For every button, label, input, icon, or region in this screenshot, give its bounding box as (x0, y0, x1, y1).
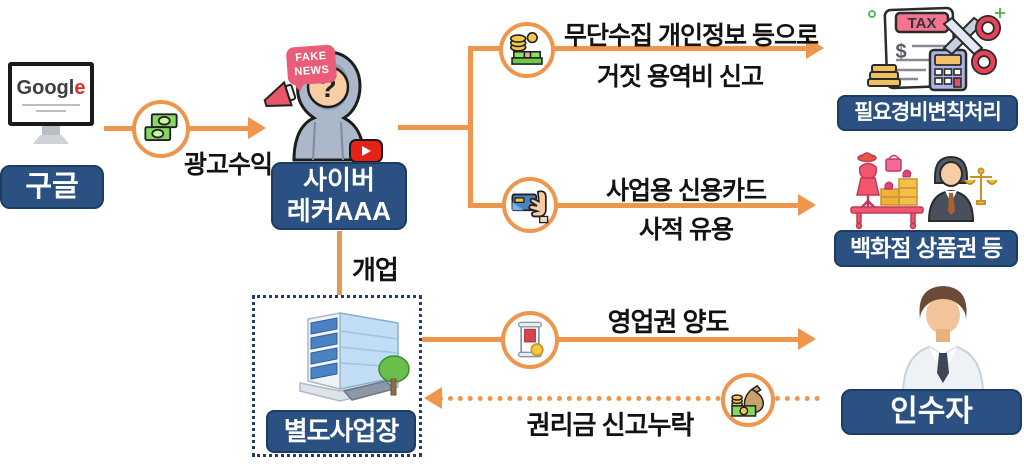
cash-icon (132, 100, 190, 158)
node-expense-label: 필요경비변칙처리 (837, 95, 1018, 131)
search-line-short (36, 109, 66, 112)
google-monitor: Google (8, 62, 94, 126)
money-bag-icon (721, 373, 775, 427)
svg-text:$: $ (895, 41, 906, 63)
node-store-label: 백화점 상품권 등 (834, 230, 1018, 267)
edge-goodwill-transfer (422, 337, 800, 342)
banknotes-icon (144, 113, 178, 141)
false-service-fee-line1: 무단수집 개인정보 등으로 (564, 22, 819, 50)
credit-card-icon (502, 177, 558, 233)
premium-omission-label: 권리금 신고누락 (526, 410, 695, 440)
building-icon (299, 312, 410, 402)
edge-premium-omission (438, 396, 820, 401)
arrowhead-false-service-fee (806, 37, 824, 59)
tax-cut-icon: TAX $ (867, 6, 1005, 92)
goodwill-transfer-label: 영업권 양도 (607, 307, 730, 337)
edge-open-business (337, 231, 342, 296)
monitor-stand-base (33, 135, 69, 144)
arrowhead-premium-omission (424, 387, 442, 409)
arrowhead-goodwill-transfer (798, 328, 816, 350)
edge-false-service-fee (468, 46, 808, 51)
monitor-stand-neck (42, 126, 60, 135)
node-wrecker-label: 사이버 레커AAA (271, 162, 407, 230)
node-google-label: 구글 (0, 165, 104, 209)
node-separate-business-label: 별도사업장 (266, 410, 416, 453)
hooded-figure-icon: ? (263, 50, 366, 162)
corporate-card-line1: 사업용 신용카드 (606, 177, 767, 205)
acquirer-person-icon (901, 286, 985, 390)
open-business-label: 개업 (352, 255, 399, 285)
arrowhead-corporate-card (798, 194, 816, 216)
department-store-icon (850, 152, 997, 230)
edge-corporate-card (468, 203, 800, 208)
fake-news-bubble: FAKE NEWS (285, 44, 338, 86)
corporate-card-line2: 사적 유용 (639, 216, 734, 244)
edge-wrecker-trunk (398, 125, 473, 130)
contract-scroll-icon (501, 311, 559, 369)
youtube-icon (349, 139, 383, 163)
arrowhead-to-wrecker (248, 117, 266, 139)
google-logo-text: Google (16, 76, 86, 99)
false-service-fee-line2: 거짓 용역비 신고 (597, 63, 764, 91)
search-line (22, 103, 80, 106)
svg-text:TAX: TAX (908, 15, 937, 32)
edge-branch-vertical (468, 46, 473, 208)
node-acquirer-label: 인수자 (841, 389, 1022, 435)
coins-cash-icon (499, 22, 555, 78)
ad-revenue-label: 광고수익 (183, 151, 273, 179)
